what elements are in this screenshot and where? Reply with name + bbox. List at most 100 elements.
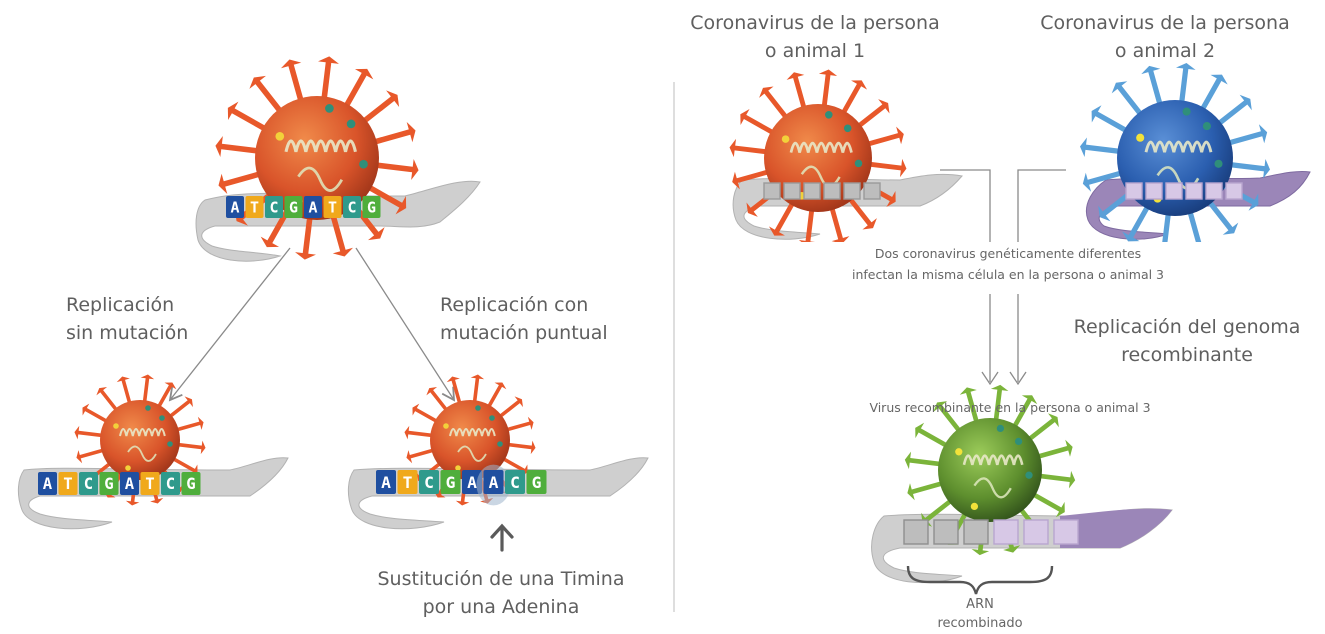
- nucleotide-A: A: [376, 470, 396, 494]
- svg-text:A: A: [125, 474, 135, 493]
- nucleotide-A: A: [120, 472, 139, 495]
- spike-tip: [878, 99, 890, 114]
- spike-tip: [218, 173, 228, 195]
- nucleotide-C: C: [79, 472, 98, 495]
- rna-brace: [906, 565, 1054, 595]
- membrane-protein: [955, 448, 963, 456]
- svg-text:A: A: [308, 198, 317, 216]
- label-virus-2: Coronavirus de la persona o animal 2: [1040, 12, 1290, 62]
- svg-text:G: G: [367, 198, 376, 216]
- spike-tip: [896, 126, 904, 145]
- genome-block: [903, 519, 929, 545]
- spike-protein: [846, 194, 873, 227]
- spike-protein: [288, 62, 305, 106]
- inner-rna: [119, 428, 166, 437]
- spike-tip: [886, 191, 896, 208]
- spike-tip: [249, 75, 266, 89]
- spike-tip: [197, 416, 204, 430]
- spike-protein: [504, 442, 534, 450]
- nucleotide-C: C: [161, 472, 180, 495]
- inner-rna: [449, 428, 496, 437]
- spike-tip: [1021, 395, 1038, 405]
- inner-rna: [297, 166, 344, 192]
- spike-protein: [1128, 201, 1152, 239]
- genome-block: [933, 519, 959, 545]
- spike-protein: [828, 203, 843, 242]
- svg-text:A: A: [43, 474, 53, 493]
- label-recombined-rna: ARN recombinado: [937, 597, 1023, 631]
- spike-tip: [426, 387, 438, 396]
- membrane-protein: [854, 159, 863, 168]
- spike-tip: [1079, 137, 1087, 158]
- spike-tip: [1248, 193, 1259, 211]
- spike-tip: [470, 374, 485, 380]
- membrane-protein: [167, 441, 173, 447]
- spike-protein: [500, 456, 526, 473]
- inner-rna: [962, 454, 1024, 466]
- membrane-protein: [159, 415, 165, 421]
- spike-tip: [1141, 65, 1161, 75]
- spike-tip: [768, 226, 785, 236]
- spike-tip: [1263, 158, 1271, 179]
- spike-protein: [451, 378, 462, 407]
- genome-block: [1023, 519, 1049, 545]
- membrane-protein: [125, 465, 131, 471]
- membrane-protein: [145, 405, 151, 411]
- inner-rna: [284, 139, 357, 153]
- svg-text:T: T: [403, 473, 413, 492]
- spike-protein: [1161, 208, 1172, 250]
- label-substitution: Sustitución de una Timina por una Adenin…: [377, 568, 625, 618]
- spike-protein: [864, 161, 904, 171]
- nucleotide-G: G: [99, 472, 119, 495]
- spike-protein: [1198, 77, 1222, 115]
- membrane-protein: [1182, 107, 1191, 116]
- svg-text:C: C: [510, 473, 520, 492]
- genome-block: [1125, 182, 1143, 200]
- spike-tip: [1258, 124, 1268, 144]
- spike-tip: [933, 401, 948, 413]
- coronavirus-animal-1: [729, 69, 907, 247]
- nucleotide-T: T: [245, 196, 264, 218]
- spike-tip: [740, 108, 750, 125]
- spike-protein: [414, 407, 440, 424]
- membrane-protein: [843, 124, 852, 133]
- spike-protein: [937, 404, 963, 435]
- spike-tip: [786, 72, 805, 80]
- genome-block: [993, 519, 1019, 545]
- svg-text:A: A: [489, 473, 499, 492]
- spike-protein: [1223, 131, 1265, 147]
- arrow-virus2-head: [1009, 371, 1027, 386]
- spike-protein: [503, 421, 532, 432]
- virus-envelope: [100, 400, 180, 480]
- genome-block: [1185, 182, 1203, 200]
- spike-protein: [486, 384, 503, 410]
- membrane-protein: [497, 441, 503, 447]
- membrane-protein: [359, 159, 368, 169]
- spike-protein: [342, 71, 367, 112]
- nucleotide-G: G: [526, 470, 547, 494]
- spike-protein: [359, 95, 396, 126]
- spike-protein: [408, 448, 437, 459]
- spike-tip: [368, 227, 385, 241]
- genome-block: [1053, 519, 1079, 545]
- svg-text:C: C: [166, 474, 175, 493]
- spike-protein: [907, 458, 945, 467]
- inner-rna: [789, 141, 853, 153]
- genome-block: [843, 182, 861, 200]
- spike-protein: [230, 108, 271, 133]
- inner-rna: [457, 445, 487, 462]
- membrane-protein: [781, 135, 790, 143]
- spike-tip: [215, 136, 223, 157]
- spike-protein: [99, 389, 120, 413]
- nucleotide-C: C: [343, 196, 361, 218]
- spike-protein: [924, 497, 955, 523]
- spike-protein: [821, 72, 831, 112]
- spike-protein: [742, 114, 778, 137]
- virus-envelope: [430, 400, 510, 480]
- spike-protein: [76, 430, 106, 438]
- spike-tip: [494, 382, 507, 390]
- genome-block: [803, 182, 821, 200]
- spike-tip: [395, 195, 407, 215]
